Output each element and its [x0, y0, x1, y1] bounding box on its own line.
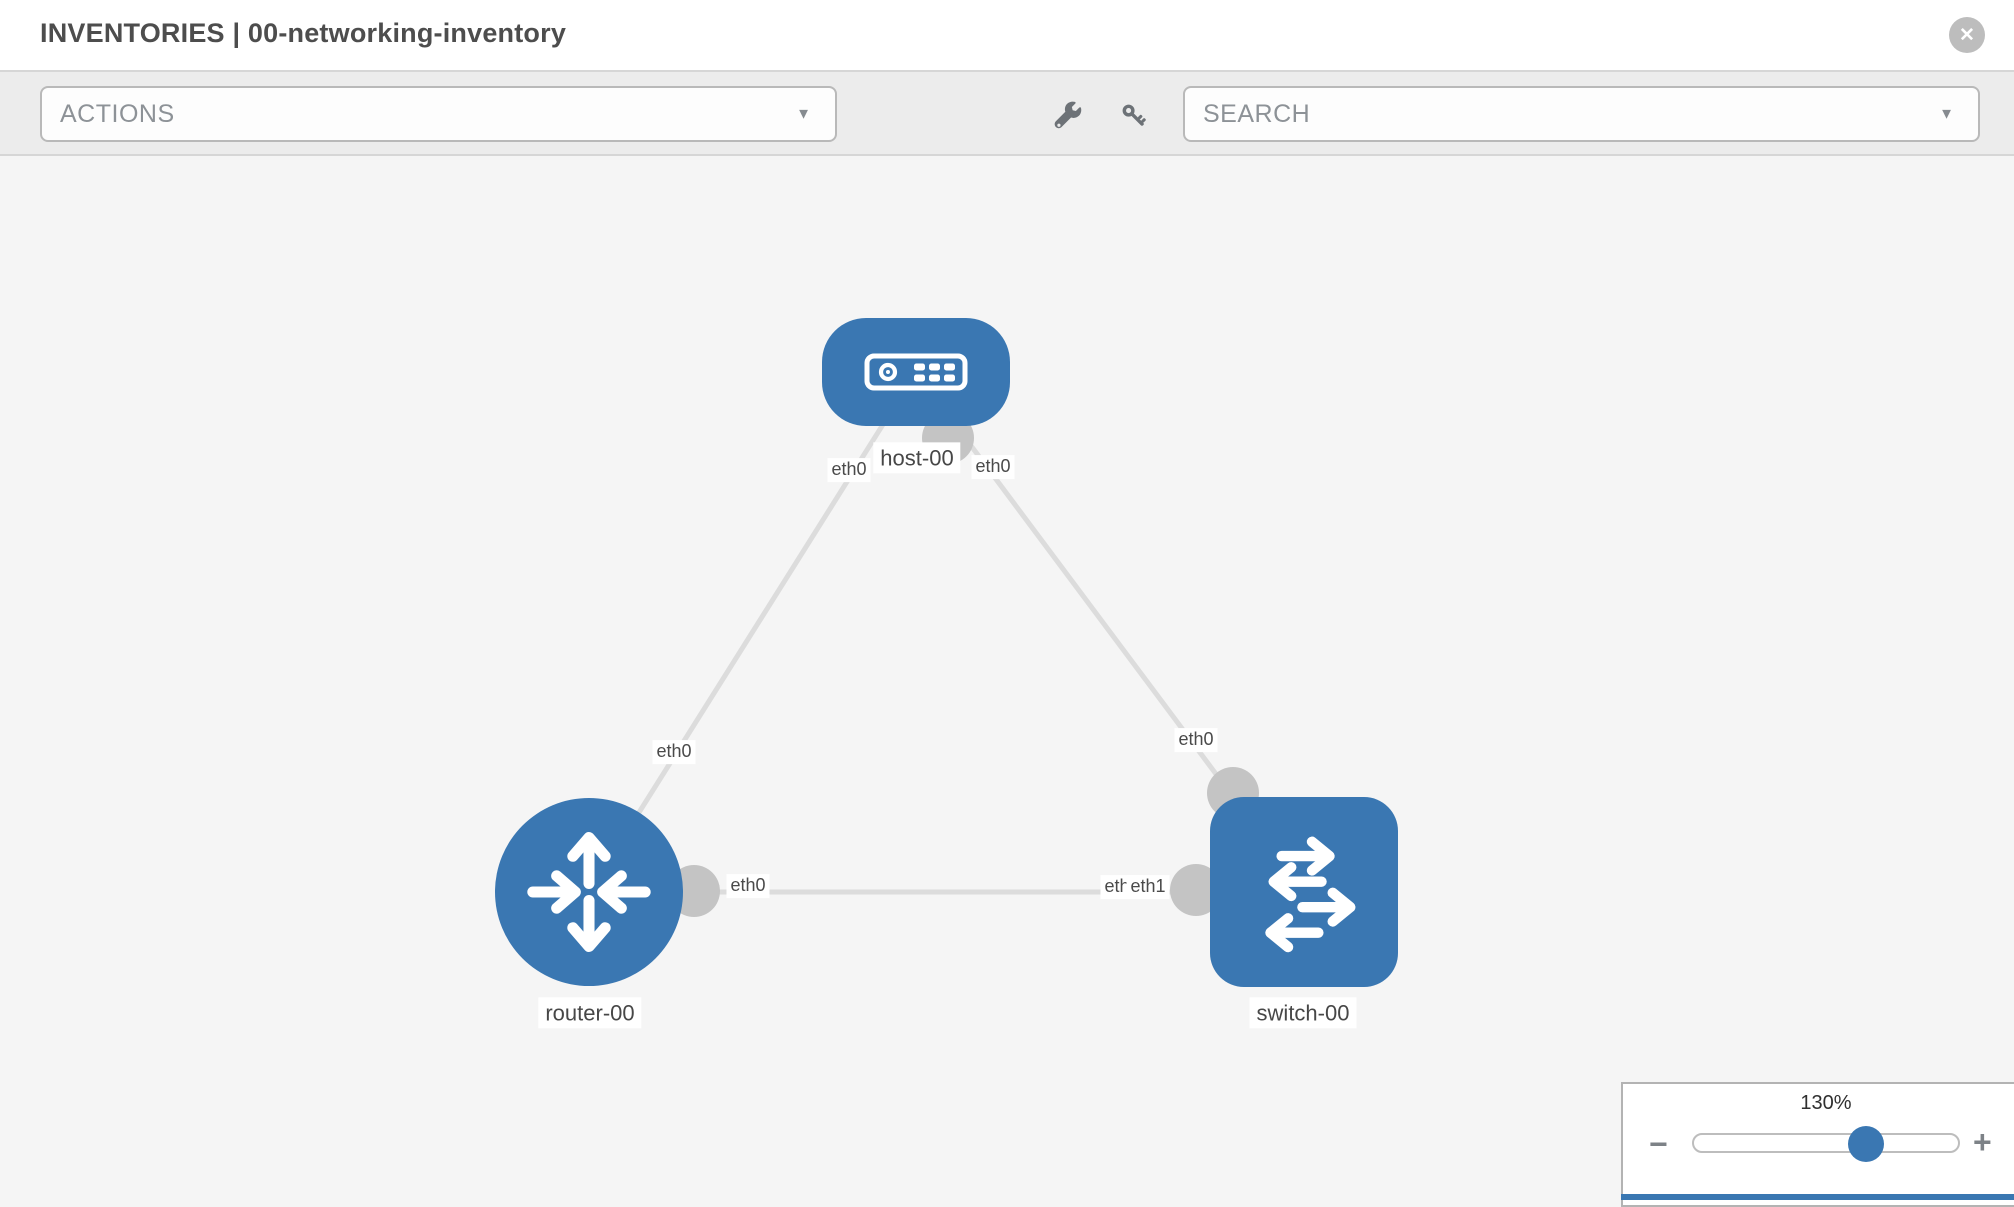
plus-icon: + [1973, 1124, 1992, 1160]
search-dropdown[interactable]: SEARCH ▼ [1183, 86, 1980, 142]
interface-circle-switch-left[interactable] [1170, 864, 1222, 916]
search-placeholder: SEARCH [1203, 99, 1311, 128]
actions-dropdown[interactable]: ACTIONS ▼ [40, 86, 837, 142]
node-label-router-00: router-00 [538, 997, 642, 1029]
toolbar: ACTIONS ▼ SEARCH ▼ [0, 72, 2014, 156]
node-label-switch-00: switch-00 [1249, 997, 1357, 1029]
key-icon [1122, 104, 1146, 126]
interface-label-switch-eth1: eth1 [1126, 875, 1170, 899]
page-title: INVENTORIES | 00-networking-inventory [40, 18, 567, 48]
interface-label-host-eth0-left: eth0 [827, 458, 871, 482]
zoom-slider-handle[interactable] [1848, 1126, 1884, 1162]
close-icon: ✕ [1959, 24, 1975, 46]
header: INVENTORIES | 00-networking-inventory ✕ [0, 0, 2014, 72]
minus-icon: − [1649, 1126, 1668, 1162]
interface-label-host-eth0-right: eth0 [971, 455, 1015, 479]
zoom-percentage: 130% [1800, 1092, 1852, 1114]
key-button[interactable] [1621, 1194, 2014, 1200]
zoom-out-button[interactable]: − [1649, 1128, 1668, 1160]
zoom-control-panel: 130% − + [1621, 1082, 2014, 1207]
node-label-host-00: host-00 [873, 442, 961, 474]
zoom-in-button[interactable]: + [1973, 1126, 1992, 1158]
zoom-slider-track[interactable] [1692, 1133, 1960, 1153]
chevron-down-icon: ▼ [1939, 105, 1954, 123]
router-icon [527, 832, 651, 952]
topology-canvas[interactable]: host-00 router-00 switch-00 eth0 eth0 et… [0, 156, 2014, 1200]
interface-label-router-eth0: eth0 [726, 874, 770, 898]
chevron-down-icon: ▼ [796, 105, 811, 123]
close-button[interactable]: ✕ [1949, 17, 1985, 53]
actions-dropdown-label: ACTIONS [60, 99, 175, 128]
switch-icon [1265, 836, 1356, 953]
interface-label-router-eth0-up: eth0 [652, 740, 696, 764]
node-router-00[interactable] [495, 798, 683, 986]
interface-label-switch-eth0-up: eth0 [1174, 728, 1218, 752]
node-switch-00[interactable] [1210, 797, 1398, 987]
host-icon [864, 353, 968, 391]
configure-topology-button[interactable] [1045, 94, 1091, 140]
wrench-icon [1054, 101, 1082, 129]
node-host-00[interactable] [822, 318, 1010, 426]
credentials-key-button[interactable] [1112, 94, 1158, 140]
links-layer [586, 370, 1307, 917]
